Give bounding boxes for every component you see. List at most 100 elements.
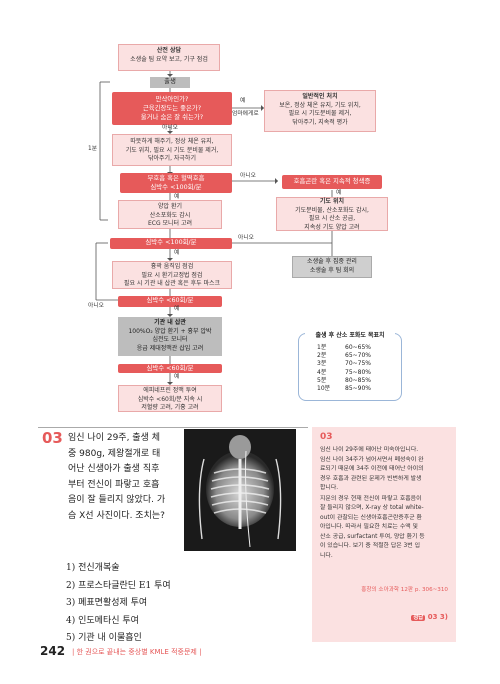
choice-4[interactable]: 4) 인도메타신 투여 xyxy=(66,615,139,626)
explanation-line: 니다. xyxy=(320,552,333,559)
explanation-line: 잘 들리지 않으며, X-ray 상 total white- xyxy=(320,505,424,511)
q2-yes-label: 예 xyxy=(174,194,180,200)
question-line-5: 음이 잘 들리지 않았다. 가 xyxy=(68,495,166,505)
choice-2[interactable]: 2) 프로스타글란딘 E1 투여 xyxy=(66,580,171,591)
ppv-box: 양압 환기 산소포화도 감시 ECG 모니터 고려 xyxy=(118,200,222,229)
ppv-line-2: 산소포화도 감시 xyxy=(149,211,191,219)
intub-line-1: 100%O₂ 양압 환기 + 흉부 압박 xyxy=(128,327,212,335)
check-line-1: 흉곽 움직임 점검 xyxy=(150,263,194,270)
xray-drawing xyxy=(198,435,282,548)
q1-box: 만삭아인가? 근육긴장도는 좋은가? 울거나 숨은 잘 쉬는가? xyxy=(112,92,232,125)
airway-line-2: 필요 시 산소 공급, xyxy=(308,215,356,222)
q1-yes-sub-label: 엄마에게로 xyxy=(232,111,259,117)
q2-line-1: 무호흡 혹은 헐떡호흡 xyxy=(147,174,205,182)
page-number: 242 xyxy=(40,644,66,658)
spo2-time: 4분 xyxy=(317,368,327,376)
initial-line-2: 기도 위치, 필요 시 기도 분비물 제거, xyxy=(125,146,219,154)
footer-bar-left: | xyxy=(72,648,77,656)
footer-text: 한 권으로 끝내는 중상별 KMLE 적중문제 xyxy=(76,648,197,656)
question-line-4: 부터 전신이 파랗고 호흡 xyxy=(68,479,160,490)
prenatal-line: 소생술 팀 요약 보고, 기구 점검 xyxy=(130,55,208,63)
explanation-line: 합니다. xyxy=(320,485,339,491)
epi-line-1: 에피네프린 정맥 투여 xyxy=(143,387,197,394)
ppv-line-1: 양압 환기 xyxy=(158,203,182,210)
explanation-line: 료되기 때문에 34주 이전에 태어난 아이의 xyxy=(320,466,424,472)
initial-line-1: 따뜻하게 해주기, 정상 체온 유지, xyxy=(130,138,214,145)
routine-title: 일반적인 처치 xyxy=(302,93,338,100)
epinephrine-box: 에피네프린 정맥 투여 심박수 <60회/분 지속 시 저혈량 고려, 기흉 고… xyxy=(118,385,222,412)
spo2-title: 출생 후 산소 포화도 목표치 xyxy=(305,330,395,339)
question-number: 03 xyxy=(42,429,63,447)
explanation-reference: 홍창의 소아과학 12판 p. 306~310 xyxy=(361,587,448,593)
post-line-2: 소생술 후 팀 회의 xyxy=(309,266,355,274)
intub-line-3: 응급 제대정맥관 삽입 고려 xyxy=(136,344,204,352)
q5-yes-label: 예 xyxy=(174,306,180,312)
spo2-time: 3분 xyxy=(317,360,327,368)
chest-xray-image xyxy=(184,429,296,551)
q6-yes-label: 예 xyxy=(174,374,180,380)
routine-line-1: 보온, 정상 체온 유지, 기도 위치, xyxy=(279,101,361,109)
explanation-line: out이 관찰되는 신생아호흡곤란증후군 환 xyxy=(320,514,422,521)
question-line-1: 임신 나이 29주, 출생 체 xyxy=(68,433,160,443)
spo2-time: 5분 xyxy=(317,376,327,384)
check-line-2: 필요 시 환기교정법 점검 xyxy=(141,271,203,279)
spo2-time: 10분 xyxy=(317,385,331,393)
intub-line-2: 심전도 모니터 xyxy=(152,336,188,343)
routine-care-box: 일반적인 처치 보온, 정상 체온 유지, 기도 위치, 필요 시 기도분비물 … xyxy=(264,90,376,132)
footer-bar-right: | xyxy=(196,648,202,656)
intub-title: 기관 내 삽관 xyxy=(154,319,186,326)
spo2-value: 85~90% xyxy=(345,385,371,393)
q3-box: 호흡곤란 혹은 지속적 청색증 xyxy=(282,175,382,189)
question-line-2: 중 980g, 제왕절개로 태 xyxy=(68,448,161,459)
q1-line-2: 근육긴장도는 좋은가? xyxy=(142,104,202,112)
epi-line-2: 심박수 <60회/분 지속 시 xyxy=(137,395,203,403)
q1-yes-label: 예 xyxy=(240,98,246,104)
spo2-value: 75~80% xyxy=(345,368,371,376)
post-resus-box: 소생술 후 집중 관리 소생술 후 팀 회의 xyxy=(292,256,372,278)
q2-line-2: 심박수 <100회/분 xyxy=(150,183,202,191)
question-text: 임신 나이 29주, 출생 체 중 980g, 제왕절개로 태 어난 신생아가 … xyxy=(68,431,178,524)
answer-choices: 1) 전신개복술 2) 프로스타글란딘 E1 투여 3) 폐표면활성제 투여 4… xyxy=(66,560,171,648)
explanation-line: 산소 공급, surfactant 투여, 양압 환기 등 xyxy=(320,533,425,540)
q5-no-label: 아니오 xyxy=(88,303,104,309)
q4-box: 심박수 <100회/분 xyxy=(110,238,232,249)
airway-title: 기도 위치 xyxy=(319,198,345,205)
birth-box: 출생 xyxy=(150,77,190,88)
explanation-paragraph: 임신 나이 29주에 태어난 미숙아입니다.임신 나이 34주가 넘어서면서 폐… xyxy=(320,446,452,494)
spo2-value: 60~65% xyxy=(345,344,371,351)
answer-key: 정답 03 3) xyxy=(411,613,448,621)
q3-yes-label: 예 xyxy=(336,190,342,196)
answer-value: 03 3) xyxy=(427,613,448,621)
q5-box: 심박수 <60회/분 xyxy=(118,296,222,307)
spo2-time: 2분 xyxy=(317,352,327,360)
routine-line-2: 필요 시 기도분비물 제거, xyxy=(288,110,352,117)
ventilation-check-box: 흉곽 움직임 점검 필요 시 환기교정법 점검 필요 시 기관 내 삽관 혹은 … xyxy=(112,261,232,289)
prenatal-counseling-box: 산전 상담 소생술 팀 요약 보고, 기구 점검 xyxy=(118,44,220,71)
airway-line-1: 기도분비물, 산소포화도 감시, xyxy=(295,206,369,214)
initial-line-3: 닦아주기, 자극하기 xyxy=(148,155,196,162)
q2-box: 무호흡 혹은 헐떡호흡 심박수 <100회/분 xyxy=(120,173,232,193)
airway-box: 기도 위치 기도분비물, 산소포화도 감시, 필요 시 산소 공급, 지속성 기… xyxy=(276,197,388,231)
spo2-row: 4분 75~80% xyxy=(317,369,401,377)
initial-steps-box: 따뜻하게 해주기, 정상 체온 유지, 기도 위치, 필요 시 기도 분비물 제… xyxy=(112,134,232,166)
q1-line-3: 울거나 숨은 잘 쉬는가? xyxy=(140,113,204,121)
explanation-line: 이 있습니다. 보기 중 적절한 답은 3번 입 xyxy=(320,543,421,549)
question-line-6: 슴 X선 사진이다. 조치는? xyxy=(68,510,165,521)
q6-box: 심박수 <60회/분 xyxy=(118,364,222,373)
one-minute-label: 1분 xyxy=(88,146,98,152)
prenatal-title: 산전 상담 xyxy=(156,47,182,54)
choice-5[interactable]: 5) 기관 내 이물흡인 xyxy=(66,633,142,643)
explanation-panel: 03 임신 나이 29주에 태어난 미숙아입니다.임신 나이 34주가 넘어서면… xyxy=(312,427,456,642)
post-line-1: 소생술 후 집중 관리 xyxy=(307,258,357,265)
choice-1[interactable]: 1) 전신개복술 xyxy=(66,563,120,573)
q1-line-1: 만삭아인가? xyxy=(155,95,189,103)
explanation-line: 임신 나이 34주가 넘어서면서 폐성숙이 완 xyxy=(320,456,424,463)
epi-line-3: 저혈량 고려, 기흉 고려 xyxy=(141,404,199,411)
q4-no-label: 아니오 xyxy=(238,235,254,241)
choice-3[interactable]: 3) 폐표면활성제 투여 xyxy=(66,598,148,608)
